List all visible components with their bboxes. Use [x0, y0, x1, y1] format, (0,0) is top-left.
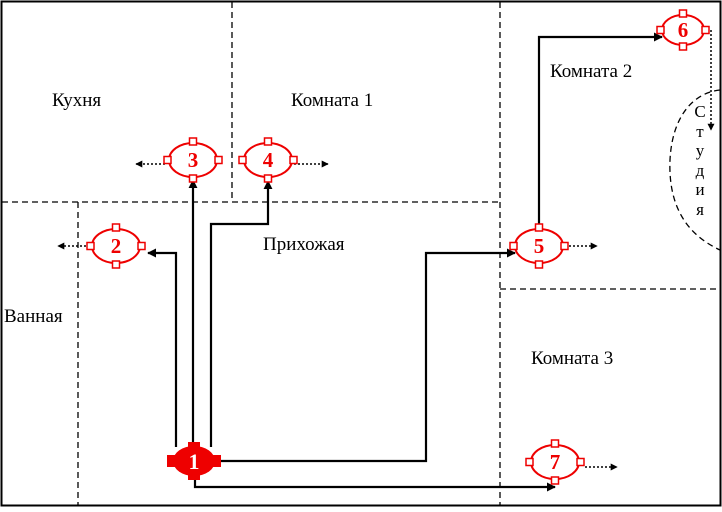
node-4-label: 4: [263, 148, 274, 172]
route-1-5: [214, 248, 516, 463]
route-1-2: [147, 248, 178, 447]
node-3[interactable]: 3: [163, 137, 223, 183]
node-6-label: 6: [678, 18, 689, 42]
room-label-bath: Ванная: [4, 306, 63, 327]
node-1[interactable]: 1: [167, 442, 221, 480]
dotted-links: [57, 29, 715, 471]
wall-studio: [669, 89, 721, 251]
room-label-room1: Комната 1: [291, 90, 374, 111]
route-1-4: [209, 180, 273, 447]
studio-letter: д: [695, 160, 705, 180]
node-1-label: 1: [189, 449, 200, 474]
node-7-label: 7: [550, 450, 561, 474]
studio-letter: у: [695, 141, 705, 160]
room-label-room3: Комната 3: [531, 348, 614, 369]
room-label-hall: Прихожая: [263, 234, 345, 255]
network-routes: [147, 32, 663, 492]
route-1-7: [193, 474, 556, 492]
studio-letter: я: [696, 199, 704, 219]
studio-letter: и: [695, 180, 705, 199]
node-6[interactable]: 6: [656, 9, 710, 51]
node-4[interactable]: 4: [238, 137, 298, 183]
node-5-label: 5: [534, 234, 545, 258]
node-2-label: 2: [111, 234, 122, 258]
node-3-label: 3: [188, 148, 199, 172]
studio-letter: т: [696, 121, 704, 141]
node-7[interactable]: 7: [525, 439, 585, 485]
room-label-kitchen: Кухня: [52, 90, 102, 111]
room-label-room2: Комната 2: [550, 61, 633, 82]
node-5[interactable]: 5: [509, 223, 569, 269]
node-2[interactable]: 2: [86, 223, 146, 269]
studio-letter: С: [694, 102, 706, 121]
route-5-6: [537, 32, 663, 230]
